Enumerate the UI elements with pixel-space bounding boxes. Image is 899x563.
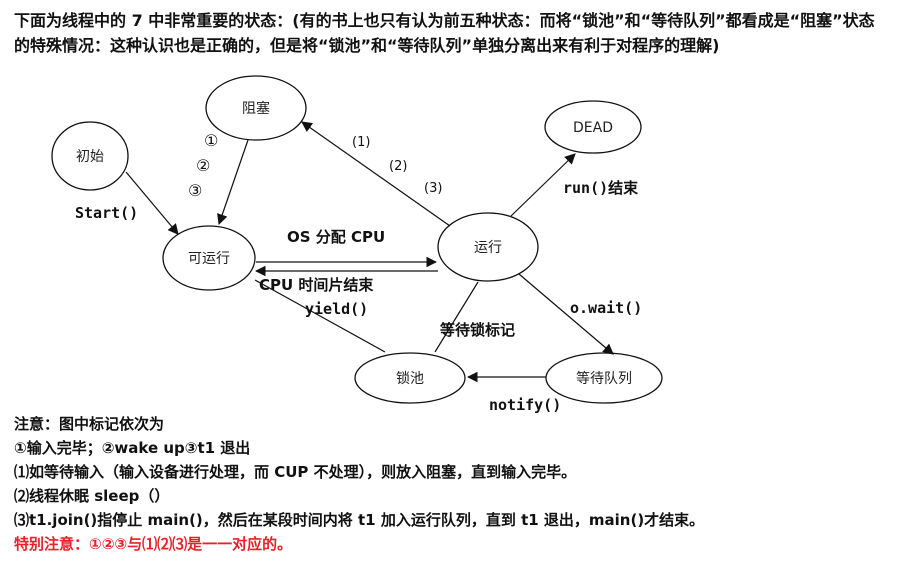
- marker-paren-1: (1): [352, 135, 370, 150]
- note-line-3: ⑴如等待输入（输入设备进行处理，而 CUP 不处理），则放入阻塞，直到输入完毕。: [14, 463, 577, 481]
- node-dead: DEAD: [544, 100, 642, 154]
- edge-lock-pool-to-runnable: [254, 279, 386, 353]
- node-running: 运行: [437, 212, 539, 282]
- edge-label-os-cpu: OS 分配 CPU: [287, 228, 385, 246]
- note-line-1: 注意：图中标记依次为: [14, 415, 165, 433]
- edge-start-to-runnable: [125, 171, 179, 235]
- marker-circled-3: ③: [188, 181, 202, 200]
- edge-label-notify: notify(): [489, 396, 561, 414]
- edge-label-wait-lock: 等待锁标记: [440, 321, 515, 339]
- node-lock-pool-label: 锁池: [396, 371, 424, 387]
- notes-section: 注意：图中标记依次为 ①输入完毕；②wake up③t1 退出 ⑴如等待输入（输…: [14, 412, 889, 556]
- note-line-2: ①输入完毕；②wake up③t1 退出: [14, 439, 251, 457]
- node-runnable-label: 可运行: [188, 251, 230, 267]
- node-running-label: 运行: [474, 240, 502, 256]
- edge-label-run-end: run()结束: [563, 179, 639, 197]
- note-line-4: ⑵线程休眠 sleep（）: [14, 487, 170, 505]
- node-dead-label: DEAD: [573, 120, 613, 136]
- edge-lock-pool-to-running: [434, 281, 479, 353]
- marker-circled-1: ①: [204, 131, 218, 150]
- marker-paren-2: (2): [389, 159, 407, 174]
- edge-running-to-blocked: [301, 121, 451, 227]
- node-blocked: 阻塞: [205, 75, 307, 141]
- special-note: 特别注意：①②③与⑴⑵⑶是一一对应的。: [14, 535, 293, 553]
- node-wait-queue: 等待队列: [545, 352, 663, 404]
- marker-circled-2: ②: [196, 156, 210, 175]
- node-runnable: 可运行: [162, 225, 256, 291]
- edge-blocked-to-runnable: [217, 139, 249, 226]
- intro-paragraph: 下面为线程中的 7 中非常重要的状态：(有的书上也只有认为前五种状态：而将“锁池…: [14, 11, 875, 55]
- edge-label-start: Start(): [75, 204, 138, 222]
- marker-paren-3: (3): [424, 181, 442, 196]
- edge-running-to-wait-queue: [518, 273, 614, 355]
- edge-running-to-dead: [510, 153, 576, 217]
- edge-label-yield: yield(): [305, 300, 368, 318]
- node-lock-pool: 锁池: [354, 352, 466, 404]
- edge-label-wait: o.wait(): [570, 299, 642, 317]
- node-wait-queue-label: 等待队列: [576, 370, 632, 387]
- node-start: 初始: [51, 121, 129, 191]
- note-line-5: ⑶t1.join()指停止 main()，然后在某段时间内将 t1 加入运行队列…: [14, 511, 705, 529]
- node-start-label: 初始: [76, 148, 104, 165]
- edge-label-cpu-slice-end: CPU 时间片结束: [259, 276, 374, 294]
- node-blocked-label: 阻塞: [242, 100, 270, 117]
